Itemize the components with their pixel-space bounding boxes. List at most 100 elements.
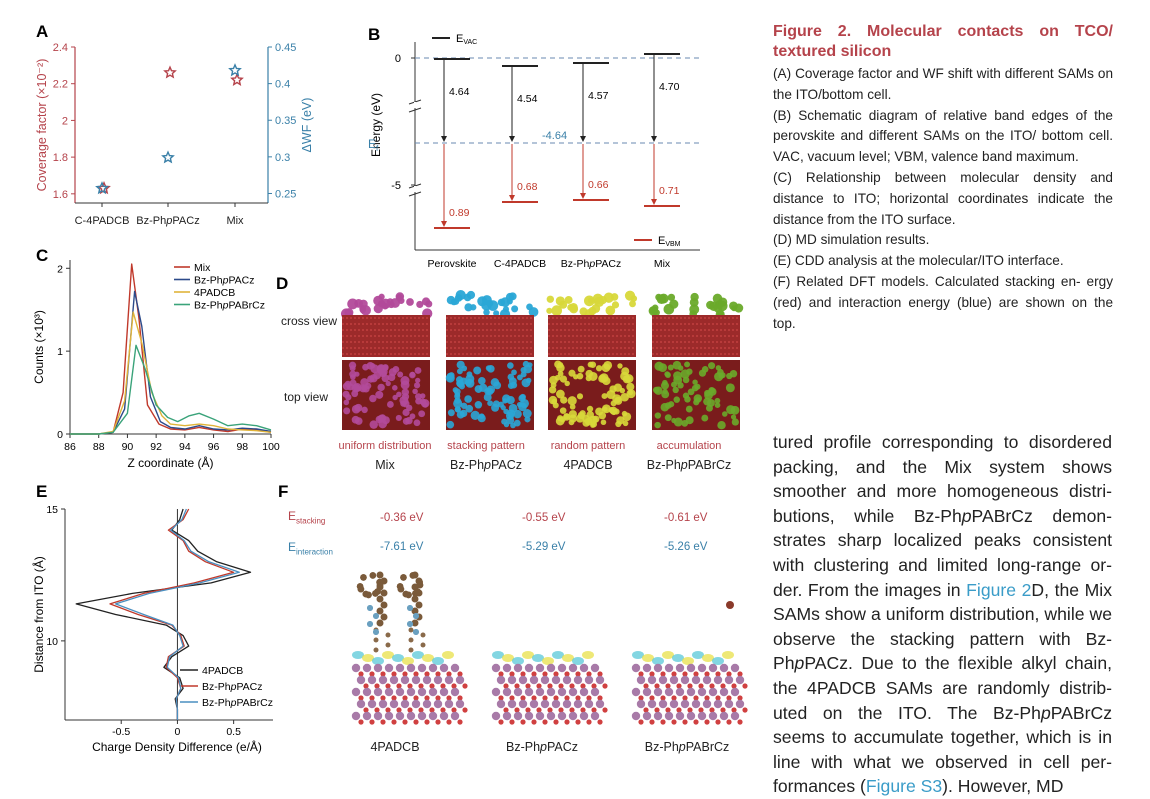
a-ylabel: Coverage factor (×10⁻²) [35,59,49,192]
dft-atom [380,601,388,609]
dft-o-atom [564,671,570,677]
dft-o-atom [446,671,452,677]
dft-o-atom [709,683,715,689]
md-cross-molecule [567,304,574,311]
dft-o-atom [643,683,649,689]
dft-atom [411,619,419,627]
f-inter-3: -5.26 eV [664,541,708,553]
md-cross-molecule [395,294,404,302]
dft-o-atom [374,707,380,713]
dft-cdd-blob [722,651,734,659]
dft-in-atom [642,663,652,673]
dft-o-atom [597,719,603,725]
dft-o-atom [542,695,548,701]
md-top-molecule [577,365,585,373]
dft-o-atom [715,671,721,677]
dft-o-atom [564,695,570,701]
md-top-molecule [671,381,677,388]
md-top-molecule [367,375,375,383]
dft-in-atom [546,711,556,721]
dft-o-atom [720,683,726,689]
f-stack-3: -0.61 eV [664,512,708,524]
md-cross-molecule [546,307,553,314]
dft-o-atom [385,683,391,689]
dft-o-atom [602,707,608,713]
e-xtick-label: -0.5 [112,726,130,738]
b-xtick-label: Bz-PhpPACz [561,258,622,270]
dft-o-atom [569,683,575,689]
b-legend-vbm: EVBM [658,235,681,248]
md-top-molecule [576,372,584,380]
md-cross-molecule [526,303,533,311]
b-fermi-label: -4.64 [542,130,567,142]
dft-in-atom [422,675,432,685]
dft-o-atom [709,707,715,713]
dft-o-atom [575,671,581,677]
md-top-molecule [392,385,398,391]
md-top-molecule [456,368,463,375]
figure-s3-link[interactable]: Figure S3 [865,776,943,797]
b-vac-label: 4.64 [449,86,470,98]
md-top-molecule [343,407,351,415]
dft-o-atom [586,719,592,725]
dft-o-atom [742,707,748,713]
panel-label-c: C [36,246,49,265]
md-top-molecule [446,420,455,429]
dft-in-atom [395,663,405,673]
md-top-molecule [731,418,739,426]
dft-in-atom [524,687,534,697]
figure-link[interactable]: Figure 2 [966,579,1032,600]
dft-in-atom [590,687,600,697]
dft-o-atom [407,683,413,689]
dft-in-atom [658,699,668,709]
a-ytick-label: 1.6 [53,189,68,201]
dft-o-atom [457,719,463,725]
b-vac-label: 4.70 [659,81,680,93]
dft-in-atom [384,663,394,673]
dft-o-atom [402,695,408,701]
dft-in-atom [540,675,550,685]
dft-in-atom [735,675,745,685]
b-vbm-label: 0.71 [659,185,680,197]
md-top-molecule [507,362,514,369]
dft-o-atom [369,671,375,677]
dft-o-atom [564,719,570,725]
dft-in-atom [568,711,578,721]
dft-in-atom [669,675,679,685]
a-y2tick-label: 0.25 [275,188,296,200]
dft-atom [416,578,423,586]
e-ytick-label: 15 [46,504,58,516]
dft-in-atom [524,711,534,721]
dft-o-atom [665,683,671,689]
dft-in-atom [631,687,641,697]
c-series-line [70,263,272,435]
dft-o-atom [660,719,666,725]
md-top-molecule [626,382,635,391]
md-top-molecule [350,374,356,380]
dft-in-atom [455,675,465,685]
dft-in-atom [384,711,394,721]
dft-in-atom [417,711,427,721]
dft-cdd-blob [632,651,644,659]
a-y2tick-label: 0.35 [275,115,296,127]
caption-item-a: (A) Coverage factor and WF shift with di… [773,66,1113,102]
md-top-molecule [586,411,594,419]
dft-in-atom [535,663,545,673]
md-cross-molecule [690,292,699,302]
md-top-molecule [392,394,398,401]
dft-atom [365,591,372,599]
a-coverage-point [163,65,177,79]
dft-o-atom [638,695,644,701]
dft-in-atom [730,663,740,673]
md-top-molecule [492,400,500,408]
c-xtick-label: 100 [262,441,280,453]
dft-in-atom [406,687,416,697]
md-top-molecule [477,414,486,423]
dft-in-atom [378,699,388,709]
dft-o-atom [643,707,649,713]
dft-in-atom [664,663,674,673]
dft-o-atom [698,683,704,689]
dft-o-atom [531,719,537,725]
dft-in-atom [518,675,528,685]
dft-in-atom [507,699,517,709]
